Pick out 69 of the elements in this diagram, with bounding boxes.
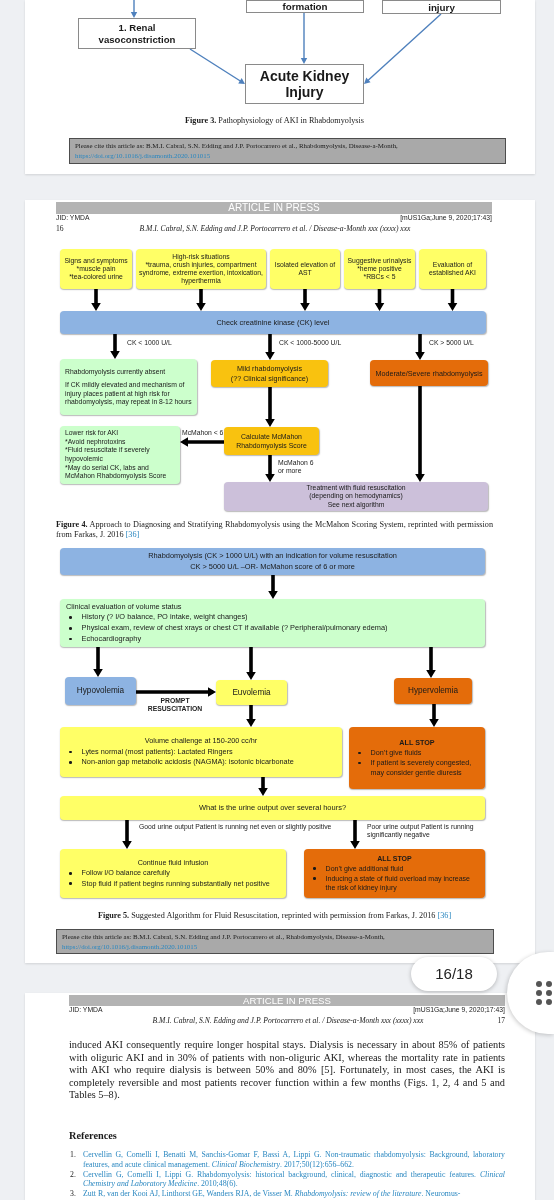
flowchart-box: [419, 249, 486, 289]
flowchart-box: [65, 677, 136, 705]
body-paragraph: induced AKI consequently require longer hospital stays. Dialysis is necessary in about 85% of patients with oliguric AKI and in 30% of patients with non-oliguric AKI, whereas the mortality rate in patients with AKI who require dialysis is between 50% and 80% [5]. Fortunately, in most cases, the AKI is completely reversible and most patients recover function within a few months (Figs. 1, 2, 4 and 5 and Tables 5–8).: [69, 1039, 505, 1102]
arrow: [374, 289, 385, 311]
process-box: [246, 0, 364, 13]
arrow: [246, 705, 256, 727]
arrow: [429, 704, 439, 727]
arrow: [130, 0, 138, 18]
flowchart-box: [344, 249, 415, 289]
arrow: [110, 334, 120, 359]
arrow: [268, 575, 278, 599]
flowchart-box: [370, 360, 488, 386]
node-text: injury: [427, 2, 456, 13]
arrow: [122, 820, 132, 849]
flowchart-box: [304, 849, 485, 898]
flowchart-box: [60, 548, 485, 575]
arrow: [364, 13, 442, 84]
arrow: [265, 455, 275, 482]
arrow: [265, 387, 275, 427]
process-box: [78, 18, 196, 49]
reference-link: [36]: [437, 911, 452, 920]
arrow: [136, 687, 216, 697]
arrow: [300, 289, 310, 311]
flowchart-box: [60, 599, 485, 647]
arrow: [93, 647, 103, 677]
figure-caption: Figure 5. Suggested Algorithm for Fluid Resuscitation, reprinted with permission from Farkas, J. 2016 [36]: [96, 911, 453, 921]
flowchart-box: [60, 426, 180, 484]
header-banner: ARTICLE IN PRESS: [69, 995, 505, 1006]
arrow: [196, 289, 206, 311]
arrow: [180, 437, 224, 447]
arrow: [189, 48, 245, 84]
flowchart-box: [211, 360, 328, 387]
flowchart-box: [349, 727, 485, 789]
node-text: formation: [281, 1, 329, 12]
flowchart-box: [60, 249, 132, 289]
figure-caption: Figure 4. Approach to Diagnosing and Stratifying Rhabdomyolysis using the McMahon Scoring System, reprinted with permission from Farkas, J. 2016 [36]: [56, 520, 493, 541]
reference-link: [36]: [125, 530, 140, 540]
arrow: [258, 777, 268, 796]
node-text: Hypovolemia: [75, 686, 126, 696]
figure-caption: Figure 3. Pathophysiology of AKI in Rhabdomyolysis: [184, 116, 365, 126]
arrow: [246, 647, 256, 680]
node-text: Acute Kidney Injury: [258, 68, 351, 100]
section-heading: References: [69, 1129, 118, 1142]
process-box: [382, 0, 501, 14]
flowchart-box: [270, 249, 340, 289]
arrow: [265, 334, 275, 360]
arrow: [447, 289, 458, 311]
page-indicator: 16/18: [411, 957, 497, 991]
flowchart-box: [224, 427, 319, 455]
flowchart-box: [394, 678, 472, 704]
flowchart-box: [60, 849, 286, 898]
arrow: [91, 289, 101, 311]
arrow: [350, 820, 360, 849]
arrow: [415, 386, 425, 482]
node-text: Euvolemia: [231, 687, 272, 698]
flowchart-box: [224, 482, 488, 511]
arrow: [415, 334, 425, 360]
arrow: [426, 647, 436, 678]
flowchart-box: [60, 796, 485, 820]
process-box: [245, 64, 364, 104]
header-banner: ARTICLE IN PRESS: [56, 202, 492, 214]
flowchart-box: [136, 249, 266, 289]
flowchart-box: [60, 311, 486, 334]
node-text: Hypervolemia: [406, 686, 460, 696]
flowchart-box: [60, 727, 342, 777]
flowchart-box: [216, 680, 287, 705]
flowchart-box: [60, 359, 197, 415]
arrow: [300, 13, 308, 64]
node-text: 1. Renal vasoconstriction: [97, 22, 177, 45]
